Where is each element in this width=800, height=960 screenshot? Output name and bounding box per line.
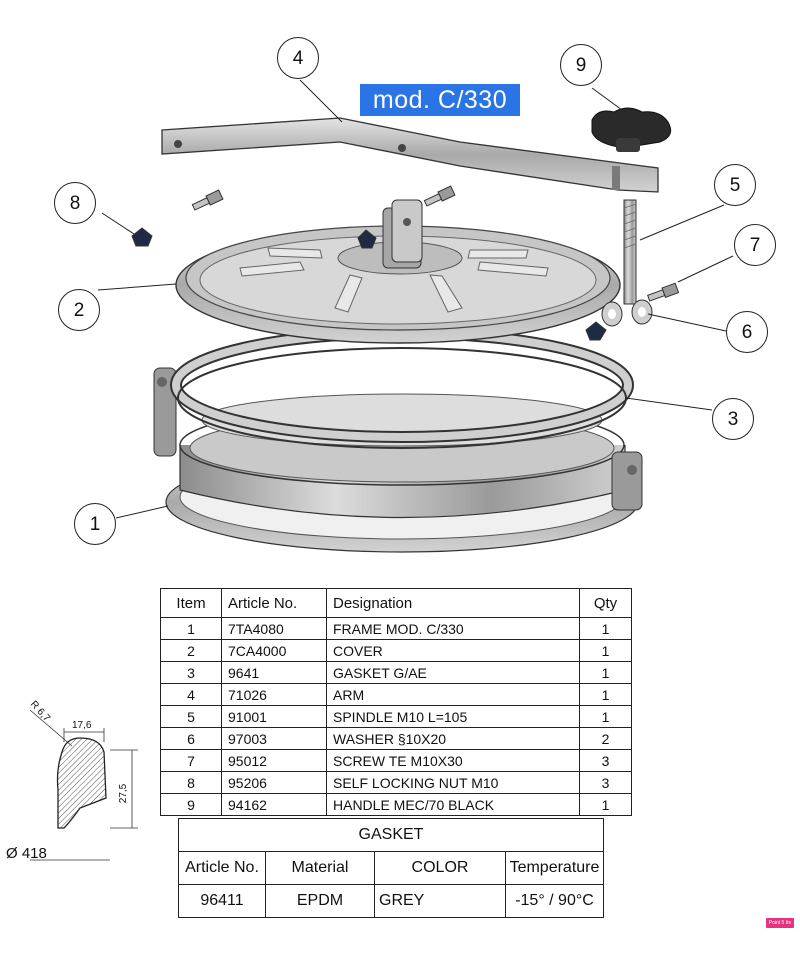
gasket-material: EPDM	[265, 884, 375, 918]
designation-cell: ARM	[326, 683, 580, 706]
qty-cell: 3	[579, 771, 632, 794]
header-qty: Qty	[579, 588, 632, 618]
gasket-header-color: COLOR	[374, 851, 506, 885]
qty-cell: 2	[579, 727, 632, 750]
item-cell: 3	[160, 661, 222, 684]
article-no-cell: 95206	[221, 771, 327, 794]
article-no-cell: 91001	[221, 705, 327, 728]
header-item: Item	[160, 588, 222, 618]
qty-cell: 1	[579, 617, 632, 640]
callout-9: 9	[560, 44, 602, 86]
profile-height-label: 27,5	[118, 783, 130, 804]
article-no-cell: 7TA4080	[221, 617, 327, 640]
qty-cell: 1	[579, 705, 632, 728]
item-cell: 9	[160, 793, 222, 816]
designation-cell: FRAME MOD. C/330	[326, 617, 580, 640]
qty-cell: 1	[579, 793, 632, 816]
header-designation: Designation	[326, 588, 580, 618]
article-no-cell: 95012	[221, 749, 327, 772]
designation-cell: SCREW TE M10X30	[326, 749, 580, 772]
parts-table-header-row: Item Article No. Designation Qty	[160, 588, 632, 618]
gasket-article-no: 96411	[178, 884, 266, 918]
gasket-header-material: Material	[265, 851, 375, 885]
gasket-header-row: Article No. Material COLOR Temperature	[178, 851, 604, 885]
profile-diameter-label: Ø 418	[6, 845, 47, 862]
leader-lines	[97, 79, 734, 519]
callout-7: 7	[734, 224, 776, 266]
gasket-color: GREY	[374, 884, 506, 918]
designation-cell: COVER	[326, 639, 580, 662]
watermark-badge: Point 5 Ite	[766, 918, 794, 928]
spindle-part	[623, 199, 637, 305]
designation-cell: HANDLE MEC/70 BLACK	[326, 793, 580, 816]
qty-cell: 1	[579, 639, 632, 662]
qty-cell: 1	[579, 683, 632, 706]
handle-part	[591, 107, 672, 152]
model-title: mod. C/330	[360, 84, 520, 116]
frame-part	[153, 367, 643, 553]
article-no-cell: 94162	[221, 793, 327, 816]
item-cell: 1	[160, 617, 222, 640]
callout-4: 4	[277, 37, 319, 79]
washers-part	[585, 299, 653, 341]
callout-3: 3	[712, 398, 754, 440]
callout-5: 5	[714, 164, 756, 206]
designation-cell: GASKET G/AE	[326, 661, 580, 684]
designation-cell: WASHER §10X20	[326, 727, 580, 750]
callout-6: 6	[726, 311, 768, 353]
qty-cell: 1	[579, 661, 632, 684]
gasket-caption: GASKET	[178, 818, 604, 852]
cover-part	[175, 199, 621, 344]
article-no-cell: 9641	[221, 661, 327, 684]
designation-cell: SELF LOCKING NUT M10	[326, 771, 580, 794]
designation-cell: SPINDLE M10 L=105	[326, 705, 580, 728]
gasket-table: GASKET Article No. Material COLOR Temper…	[178, 818, 604, 918]
profile-width-label: 17,6	[72, 720, 92, 731]
gasket-data-row: 96411 EPDM GREY -15° / 90°C	[178, 884, 604, 918]
header-article-no: Article No.	[221, 588, 327, 618]
gasket-header-article-no: Article No.	[178, 851, 266, 885]
gasket-profile-drawing	[29, 709, 138, 861]
exploded-assembly-drawing	[97, 79, 734, 553]
callout-2: 2	[58, 289, 100, 331]
article-no-cell: 71026	[221, 683, 327, 706]
article-no-cell: 7CA4000	[221, 639, 327, 662]
article-no-cell: 97003	[221, 727, 327, 750]
item-cell: 2	[160, 639, 222, 662]
callout-8: 8	[54, 182, 96, 224]
gasket-header-temperature: Temperature	[505, 851, 604, 885]
screws-part	[191, 185, 680, 302]
arm-part	[161, 117, 659, 193]
gasket-temperature: -15° / 90°C	[505, 884, 604, 918]
qty-cell: 3	[579, 749, 632, 772]
callout-1: 1	[74, 503, 116, 545]
nuts-part	[131, 227, 377, 249]
